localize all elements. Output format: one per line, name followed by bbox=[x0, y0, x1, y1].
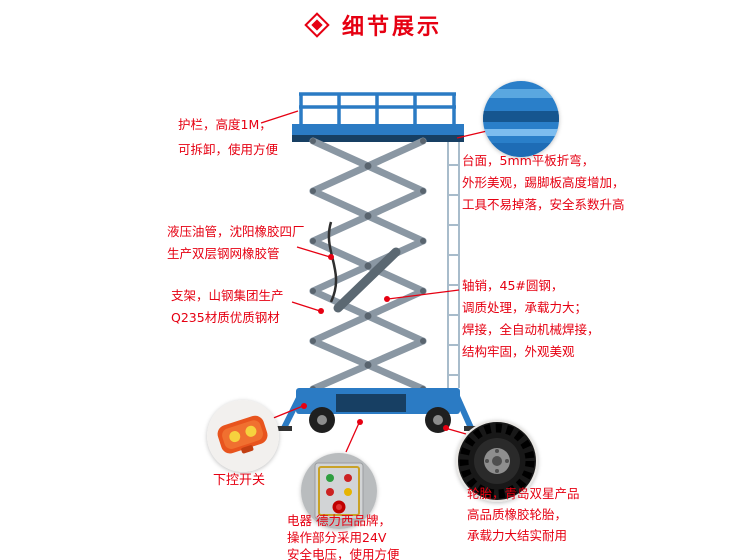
lift-platform bbox=[292, 124, 464, 142]
section-header: 细节展示 bbox=[0, 10, 750, 40]
note-axle-pin: 轴销，45#圆钢， 调质处理，承载力大； 焊接，全自动机械焊接， 结构牢固，外观… bbox=[462, 278, 600, 359]
hydraulic-hose bbox=[327, 221, 338, 303]
note-guardrail: 护栏，高度1M， 可拆卸，使用方便 bbox=[178, 117, 279, 157]
callout-dots bbox=[301, 254, 449, 431]
control-box-photo bbox=[301, 453, 377, 529]
tire-photo bbox=[456, 420, 538, 502]
platform-detail-photo bbox=[483, 81, 559, 157]
platform-detail-art bbox=[483, 81, 559, 157]
note-electrical: 电器 德力西品牌， 操作部分采用24V 安全电压，使用方便 bbox=[287, 513, 400, 560]
remote-control-photo bbox=[207, 400, 279, 472]
note-tire: 轮胎，青岛双星产品 高品质橡胶轮胎， 承载力大结实耐用 bbox=[467, 486, 580, 543]
note-platform: 台面，5mm平板折弯， 外形美观，踢脚板高度增加， 工具不易掉落，安全系数升高 bbox=[462, 153, 625, 212]
control-box-art bbox=[301, 453, 377, 529]
hydraulic-cylinder bbox=[333, 247, 401, 313]
note-hydraulic-hose: 液压油管，沈阳橡胶四厂 生产双层钢网橡胶管 bbox=[167, 224, 305, 261]
lift-pivot-pins bbox=[310, 138, 426, 392]
lift-base bbox=[277, 388, 479, 431]
remote-control-art bbox=[207, 400, 279, 472]
page-title: 细节展示 bbox=[341, 15, 442, 40]
lift-ladder bbox=[447, 142, 460, 388]
tire-art bbox=[456, 420, 538, 502]
note-lower-switch: 下控开关 bbox=[213, 473, 266, 488]
note-frame: 支架，山钢集团生产 Q235材质优质钢材 bbox=[171, 288, 284, 325]
lift-guardrail bbox=[299, 92, 456, 126]
